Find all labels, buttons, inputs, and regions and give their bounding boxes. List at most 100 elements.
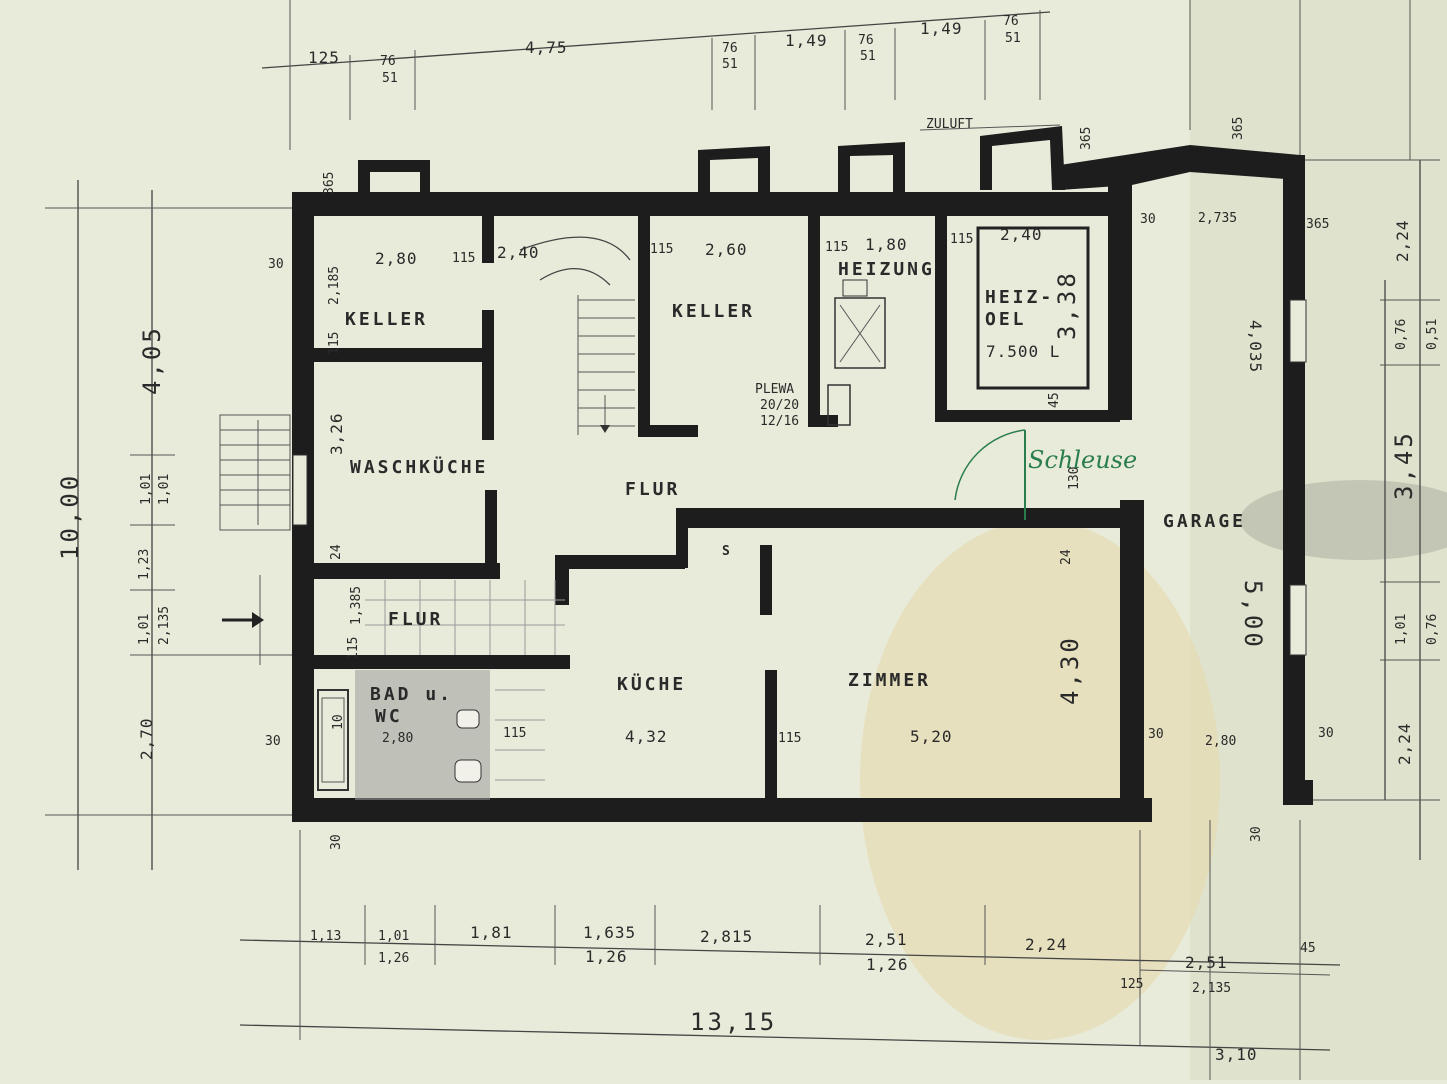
dim-280b: 2,80 [382,731,413,746]
bottom-dimensions: 1,13 1,01 1,26 1,81 1,635 1,26 2,815 2,5… [310,923,1316,1064]
dim-10: 10 [331,714,346,730]
dim-bottom-2815: 2,815 [700,927,753,946]
dim-180: 1,80 [865,235,908,254]
dim-30e: 30 [265,734,281,749]
dim-30c: 30 [1318,726,1334,741]
dimension-lines [45,0,1440,1080]
dim-bottom-125: 125 [1120,977,1143,992]
dim-top-125: 125 [308,48,340,67]
dim-top-51d: 51 [1005,31,1021,46]
dim-30f: 30 [329,834,344,850]
room-label-heizoel-2: OEL [985,309,1027,330]
room-label-flur-main: FLUR [625,479,680,500]
dim-115h: 115 [778,731,801,746]
dim-left-1000: 10,00 [56,473,84,560]
dim-right-076b: 0,76 [1425,614,1440,645]
label-plewa-3: 12/16 [760,414,799,429]
dim-bottom-251b: 2,51 [1185,953,1228,972]
dim-left-101b: 1,01 [157,474,172,505]
dim-30b: 30 [1148,727,1164,742]
dim-right-224a: 2,24 [1393,219,1412,262]
dim-130: 130 [1067,467,1082,490]
dim-left-101c: 1,01 [137,614,152,645]
dim-115e: 115 [327,332,342,355]
room-label-keller-mid: KELLER [672,301,755,322]
dim-115a: 115 [452,251,475,266]
dim-top-149a: 1,49 [785,31,828,50]
dim-115c: 115 [825,240,848,255]
dim-30d: 30 [268,257,284,272]
dim-left-270: 2,70 [137,717,156,760]
dim-right-101: 1,01 [1394,614,1409,645]
dim-30g: 30 [1249,826,1264,842]
dim-bottom-181: 1,81 [470,923,513,942]
dim-left-2135: 2,135 [157,606,172,645]
dim-280: 2,80 [375,249,418,268]
dim-240b: 2,40 [1000,225,1043,244]
dim-520: 5,20 [910,727,953,746]
dim-260: 2,60 [705,240,748,259]
dim-bottom-1315: 13,15 [690,1008,777,1036]
dim-bottom-2135: 2,135 [1192,981,1231,996]
room-label-kueche: KÜCHE [617,673,686,695]
dim-top-76d: 76 [1003,14,1019,29]
dim-bottom-126b: 1,26 [585,947,628,966]
dim-30a: 30 [1140,212,1156,227]
room-label-heizung: HEIZUNG [838,259,935,280]
dim-top-365b: 365 [1079,127,1094,150]
dim-bottom-113: 1,13 [310,929,341,944]
dim-240a: 2,40 [497,243,540,262]
handwritten-note: Schleuse [1028,446,1137,474]
walls [292,126,1313,822]
dim-280c: 2,80 [1205,734,1236,749]
paper-fold-right [1190,0,1447,1080]
dim-left-405: 4,05 [138,325,166,395]
dim-top-51b: 51 [722,57,738,72]
dim-115b: 115 [650,242,673,257]
dim-bottom-101: 1,01 [378,929,409,944]
room-label-bad-2: WC [375,706,403,727]
room-label-keller-left: KELLER [345,309,428,330]
exterior-steps [219,414,308,531]
dim-top-76c: 76 [858,33,874,48]
room-label-garage: GARAGE [1163,511,1246,532]
dim-430: 4,30 [1056,635,1084,705]
dim-432: 4,32 [625,727,668,746]
dim-left-101a: 1,01 [139,474,154,505]
dim-right-051: 0,51 [1425,319,1440,350]
dim-top-365c: 365 [1231,117,1246,140]
door-swing [954,429,1026,520]
room-label-flur-entry: FLUR [388,609,443,630]
dim-338: 3,38 [1053,270,1081,340]
dim-1385: 1,385 [349,586,364,625]
dim-right-076a: 0,76 [1394,319,1409,350]
dim-2735: 2,735 [1198,211,1237,226]
dim-bottom-45: 45 [1300,941,1316,956]
left-dimensions: 10,00 4,05 1,01 1,01 1,23 1,01 2,135 2,7… [56,325,172,760]
room-label-zimmer: ZIMMER [848,670,931,691]
dim-115d: 115 [950,232,973,247]
dim-365d: 365 [1306,217,1329,232]
room-label-heizoel-1: HEIZ- [985,287,1054,308]
label-zuluft: ZULUFT [926,117,973,132]
dim-bottom-310: 3,10 [1215,1045,1258,1064]
dim-326: 3,26 [327,412,346,455]
interior-dimensions: 2,80 115 2,40 115 2,60 115 1,80 115 2,40… [265,211,1334,850]
right-dimensions: 2,24 0,76 0,51 3,45 1,01 0,76 2,24 [1390,219,1440,765]
dim-right-224b: 2,24 [1395,722,1414,765]
heizoel-capacity: 7.500 L [986,342,1060,361]
room-label-bad-1: BAD u. [370,684,453,705]
room-label-waschkueche: WASCHKÜCHE [350,456,488,478]
dim-bottom-126a: 1,26 [378,951,409,966]
dim-bottom-224: 2,24 [1025,935,1068,954]
dim-45: 45 [1047,392,1062,408]
heater-symbol [827,279,886,426]
top-dimensions: 125 76 51 4,75 76 51 1,49 76 51 1,49 76 … [308,14,1246,195]
dim-2185: 2,185 [327,266,342,305]
dim-115g: 115 [503,726,526,741]
dim-top-365a: 365 [322,172,337,195]
dim-top-76b: 76 [722,41,738,56]
label-s-chimney: S [722,544,730,559]
